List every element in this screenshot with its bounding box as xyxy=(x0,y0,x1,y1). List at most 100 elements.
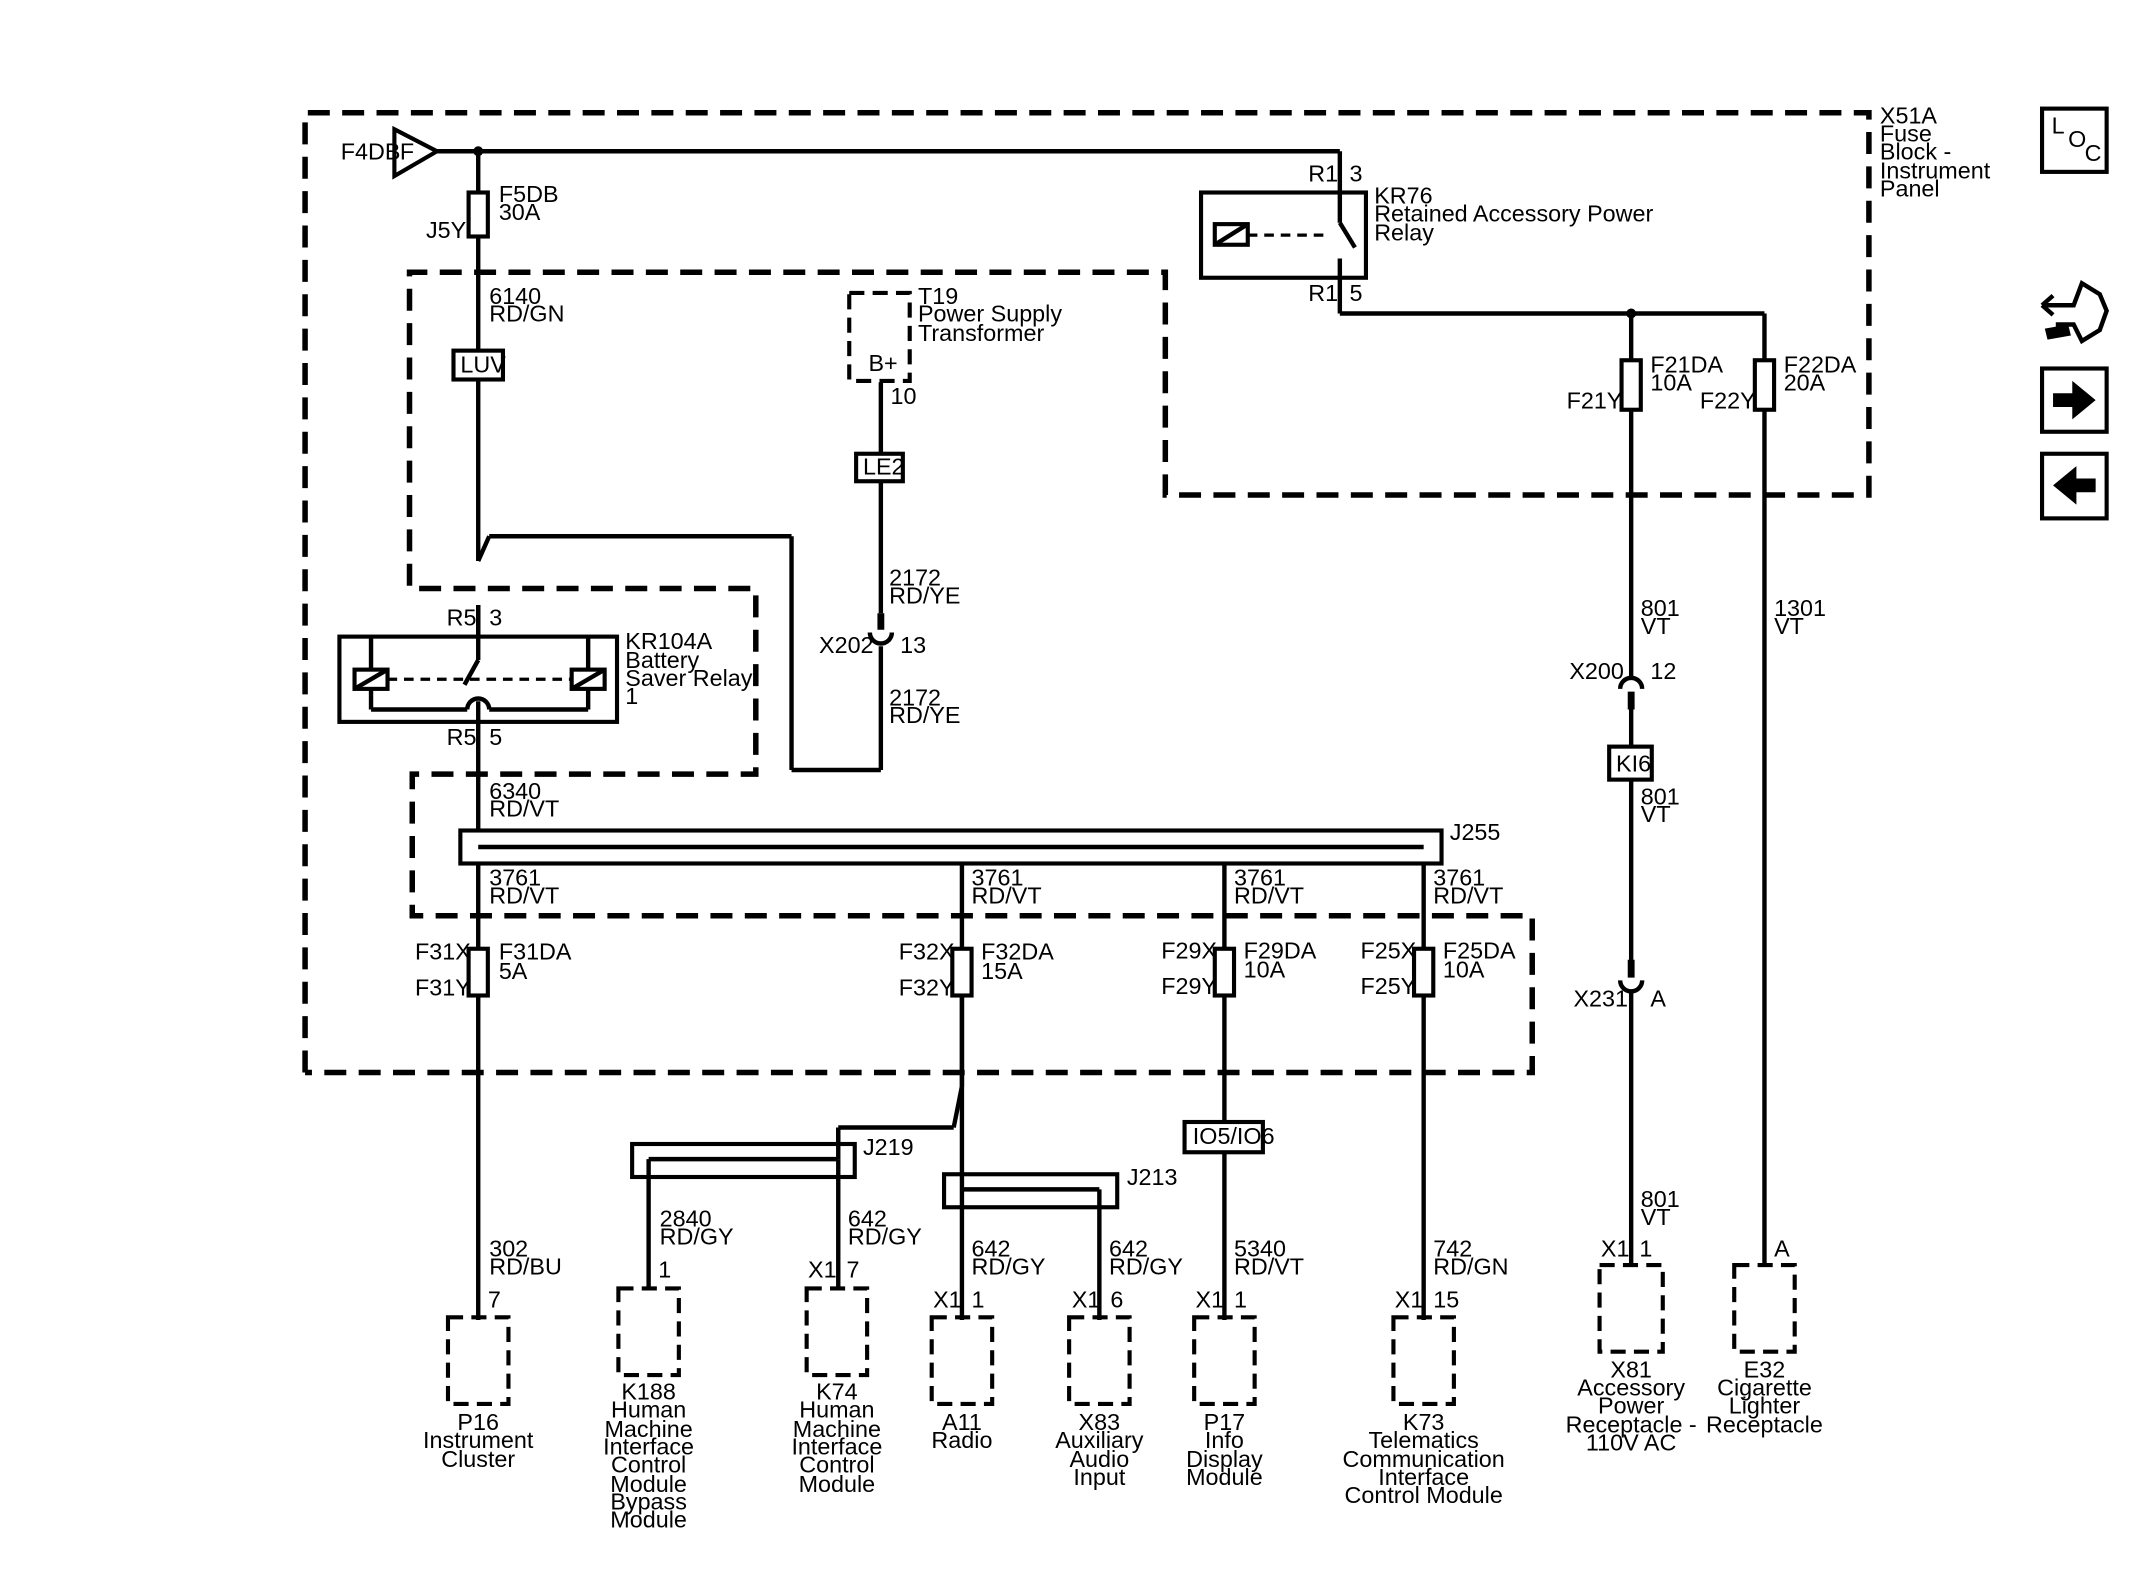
wire-302-color: RD/BU xyxy=(489,1254,562,1280)
loc-icon-letter-o: O xyxy=(2068,126,2086,152)
fuse-f22da-label-2: 20A xyxy=(1784,369,1826,395)
fuse-f5db xyxy=(466,190,490,239)
a11-connector: X1 xyxy=(933,1287,962,1313)
x202-pin: 13 xyxy=(900,632,926,658)
component-e32: A E32 Cigarette Lighter Receptacle xyxy=(1706,1236,1823,1438)
ki6-label: KI6 xyxy=(1616,750,1651,776)
fuse-f5db-label-2: 30A xyxy=(499,199,541,225)
x200-male-pin xyxy=(1627,691,1635,710)
k73-label-2: Telematics xyxy=(1369,1427,1479,1453)
x231-connector xyxy=(1617,980,1645,994)
x81-connector: X1 xyxy=(1601,1236,1630,1262)
p16-label-3: Cluster xyxy=(441,1446,515,1472)
component-a11: X1 1 A11 Radio xyxy=(929,1287,995,1453)
x81-label-2: Accessory xyxy=(1577,1375,1685,1401)
wire-2172-lower-color: RD/YE xyxy=(889,702,960,728)
fuse-f22da-cavity: F22Y xyxy=(1700,387,1756,413)
fuse-f31da-y: F31Y xyxy=(415,974,471,1000)
k188-label-5: Control xyxy=(611,1452,686,1478)
kr104a-label-2: Battery xyxy=(625,647,699,673)
fuse-f31da xyxy=(466,946,490,998)
p16-pin: 7 xyxy=(488,1287,501,1313)
component-x83: X1 6 X83 Auxiliary Audio Input xyxy=(1055,1287,1144,1490)
x202-name: X202 xyxy=(819,632,874,658)
fuse-f25da-label-2: 10A xyxy=(1443,957,1485,983)
kr104a-label-3: Saver Relay xyxy=(625,665,753,691)
component-x81: X1 1 X81 Accessory Power Receptacle - 11… xyxy=(1566,1236,1697,1456)
wire-642-aux-number: 642 xyxy=(1109,1236,1148,1262)
x231-name: X231 xyxy=(1573,985,1628,1011)
j213-label: J213 xyxy=(1127,1164,1178,1190)
wire-642-radio-number: 642 xyxy=(972,1236,1011,1262)
component-k74: X1 7 K74 Human Machine Interface Control… xyxy=(791,1256,882,1497)
fuse-f32da-y: F32Y xyxy=(899,974,955,1000)
wire-801-upper-color: VT xyxy=(1641,613,1671,639)
arrow-right-icon xyxy=(2053,380,2096,420)
p17-label-4: Module xyxy=(1186,1464,1263,1490)
kr104a-label-4: 1 xyxy=(625,683,638,709)
fuse-f29da-y: F29Y xyxy=(1161,973,1217,999)
fuse-f31da-x: F31X xyxy=(415,939,471,965)
j255-label: J255 xyxy=(1450,819,1501,845)
branch-2-wire-color: RD/VT xyxy=(972,882,1042,908)
x81-label-1: X81 xyxy=(1610,1357,1652,1383)
x81-label-3: Power xyxy=(1598,1392,1664,1418)
arrow-right-button[interactable] xyxy=(2039,366,2109,434)
e32-label-3: Lighter xyxy=(1729,1392,1801,1418)
x81-label-4: Receptacle - xyxy=(1566,1412,1697,1438)
wire-5340-number: 5340 xyxy=(1234,1236,1286,1262)
component-k73: X1 15 K73 Telematics Communication Inter… xyxy=(1343,1287,1505,1508)
loc-icon-letter-l: L xyxy=(2052,112,2065,138)
wire-742-color: RD/GN xyxy=(1433,1254,1508,1280)
fuse-f21da-label-1: F21DA xyxy=(1650,352,1723,378)
a11-pin: 1 xyxy=(972,1287,985,1313)
k188-pin: 1 xyxy=(658,1256,671,1282)
p17-label-3: Display xyxy=(1186,1446,1263,1472)
fuse-f32da-label-1: F32DA xyxy=(981,939,1054,965)
t19-label-3: Transformer xyxy=(918,320,1045,346)
t19-pin-number: 10 xyxy=(890,383,916,409)
branch-3-wire-color: RD/VT xyxy=(1234,882,1304,908)
wire-801-lower-color: VT xyxy=(1641,1204,1671,1230)
t19-pin-label: B+ xyxy=(868,350,897,376)
wire-642-k74-color: RD/GY xyxy=(848,1223,922,1249)
k74-pin: 7 xyxy=(847,1256,860,1282)
fuse-block-outline xyxy=(302,110,1872,1076)
source-symbol: F xyxy=(400,138,414,164)
k74-connector: X1 xyxy=(808,1256,837,1282)
p17-connector: X1 xyxy=(1196,1287,1225,1313)
p16-label-2: Instrument xyxy=(423,1427,534,1453)
wire-2840-number: 2840 xyxy=(660,1205,712,1231)
loc-button[interactable]: L O C xyxy=(2039,106,2109,174)
wire-6140-color: RD/GN xyxy=(489,301,564,327)
fuse-f29da xyxy=(1212,946,1237,998)
x81-pin: 1 xyxy=(1639,1236,1652,1262)
fuse-f22da-label-1: F22DA xyxy=(1784,352,1857,378)
fuse-f5db-label-1: F5DB xyxy=(499,181,559,207)
le2-inline-box xyxy=(854,451,905,484)
t19-power-supply-transformer xyxy=(847,290,912,383)
wire-801-lower-number: 801 xyxy=(1641,1186,1680,1212)
k188-label-4: Interface xyxy=(603,1434,694,1460)
kr104a-pin-bottom-number: 5 xyxy=(489,724,502,750)
x83-label-4: Input xyxy=(1073,1464,1125,1490)
fuse-f32da-x: F32X xyxy=(899,939,955,965)
arrow-left-button[interactable] xyxy=(2039,451,2109,521)
wire-2840-color: RD/GY xyxy=(660,1223,734,1249)
fuse-f29da-x: F29X xyxy=(1161,937,1217,963)
x202-male-pin xyxy=(877,613,885,630)
wire-742-number: 742 xyxy=(1433,1236,1472,1262)
fuse-f31da-label-2: 5A xyxy=(499,958,528,984)
fuse-f22da xyxy=(1752,358,1777,412)
x200-name: X200 xyxy=(1569,658,1624,684)
t19-label-1: T19 xyxy=(918,283,958,309)
k74-label-5: Control xyxy=(799,1452,874,1478)
j219-label: J219 xyxy=(863,1134,914,1160)
wire-801-middle-color: VT xyxy=(1641,801,1671,827)
navigation-tools-icon[interactable] xyxy=(2040,279,2109,345)
fuse-f21da xyxy=(1619,358,1643,412)
fuse-f25da-label-1: F25DA xyxy=(1443,937,1516,963)
fuse-f29da-label-1: F29DA xyxy=(1244,937,1317,963)
component-k188: 1 K188 Human Machine Interface Control M… xyxy=(603,1256,694,1532)
k188-label-2: Human xyxy=(611,1397,686,1423)
